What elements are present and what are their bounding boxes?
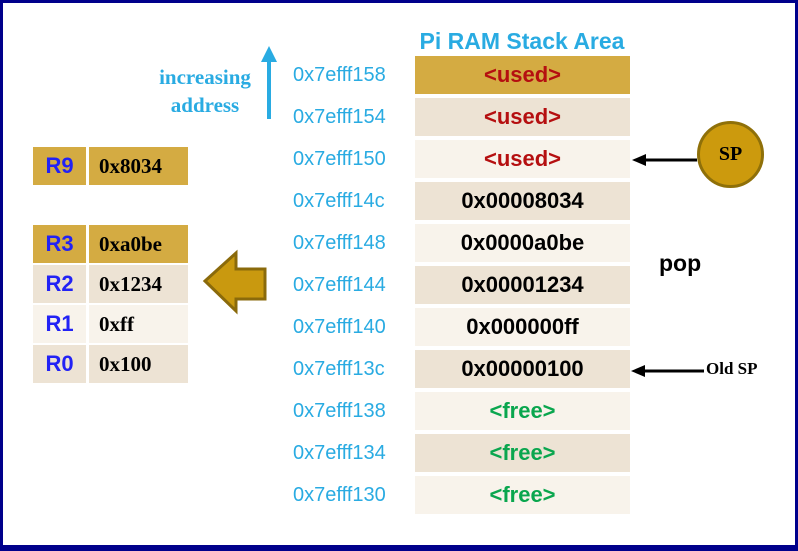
register-value: 0x1234 [89, 265, 188, 303]
increasing-address-up-arrow-icon [261, 46, 277, 119]
stack-row: 0x7efff14c 0x00008034 [288, 182, 630, 220]
stack-address: 0x7efff140 [293, 316, 386, 338]
stack-address: 0x7efff150 [293, 148, 386, 170]
register-row: R3 0xa0be [33, 225, 188, 263]
register-name: R9 [33, 147, 86, 185]
register-name: R3 [33, 225, 86, 263]
stack-row: 0x7efff138 <free> [288, 392, 630, 430]
stack-row: 0x7efff134 <free> [288, 434, 630, 472]
stack-address: 0x7efff144 [293, 274, 386, 296]
stack-row: 0x7efff130 <free> [288, 476, 630, 514]
stack-row: 0x7efff150 <used> [288, 140, 630, 178]
stack-address: 0x7efff158 [293, 64, 386, 86]
stack-cell: 0x0000a0be [415, 224, 630, 262]
pop-label: pop [659, 250, 702, 276]
register-value: 0x100 [89, 345, 188, 383]
stack-row: 0x7efff148 0x0000a0be [288, 224, 630, 262]
stack-row: 0x7efff154 <used> [288, 98, 630, 136]
sp-pointer-arrow-icon [632, 154, 697, 166]
stack-row: 0x7efff144 0x00001234 [288, 266, 630, 304]
stack-area: 0x7efff158 <used> 0x7efff154 <used> 0x7e… [288, 56, 630, 518]
register-value: 0x8034 [89, 147, 188, 185]
stack-cell: <free> [415, 434, 630, 472]
stack-address: 0x7efff134 [293, 442, 386, 464]
stack-address: 0x7efff130 [293, 484, 386, 506]
register-value: 0xa0be [89, 225, 188, 263]
increasing-address-line2: address [170, 93, 240, 117]
stack-cell: <used> [415, 56, 630, 94]
increasing-address-label: increasing address [141, 63, 269, 119]
register-row: R1 0xff [33, 305, 188, 343]
register-name: R1 [33, 305, 86, 343]
register-row: R0 0x100 [33, 345, 188, 383]
register-name: R2 [33, 265, 86, 303]
stack-cell: <used> [415, 140, 630, 178]
stack-cell: <free> [415, 392, 630, 430]
old-sp-label: Old SP [706, 359, 758, 378]
stack-cell: 0x000000ff [415, 308, 630, 346]
stack-address: 0x7efff14c [293, 190, 385, 212]
register-row: R9 0x8034 [33, 147, 188, 185]
stack-cell: <used> [415, 98, 630, 136]
stack-address: 0x7efff148 [293, 232, 386, 254]
page-title: Pi RAM Stack Area [419, 28, 625, 54]
stack-row: 0x7efff158 <used> [288, 56, 630, 94]
stack-row: 0x7efff13c 0x00000100 [288, 350, 630, 388]
register-pointer-arrow-icon [202, 249, 267, 315]
register-name: R0 [33, 345, 86, 383]
sp-badge: SP [697, 121, 764, 188]
stack-address: 0x7efff13c [293, 358, 385, 380]
stack-cell: 0x00008034 [415, 182, 630, 220]
stack-row: 0x7efff140 0x000000ff [288, 308, 630, 346]
register-value: 0xff [89, 305, 188, 343]
register-table-r3-r0: R3 0xa0be R2 0x1234 R1 0xff R0 0x100 [33, 225, 188, 385]
old-sp-pointer-arrow-icon [631, 365, 704, 377]
stack-cell: 0x00001234 [415, 266, 630, 304]
register-table-r9: R9 0x8034 [33, 147, 188, 187]
register-row: R2 0x1234 [33, 265, 188, 303]
stack-cell: <free> [415, 476, 630, 514]
increasing-address-line1: increasing [159, 65, 251, 89]
stack-address: 0x7efff138 [293, 400, 386, 422]
stack-address: 0x7efff154 [293, 106, 386, 128]
stack-cell: 0x00000100 [415, 350, 630, 388]
